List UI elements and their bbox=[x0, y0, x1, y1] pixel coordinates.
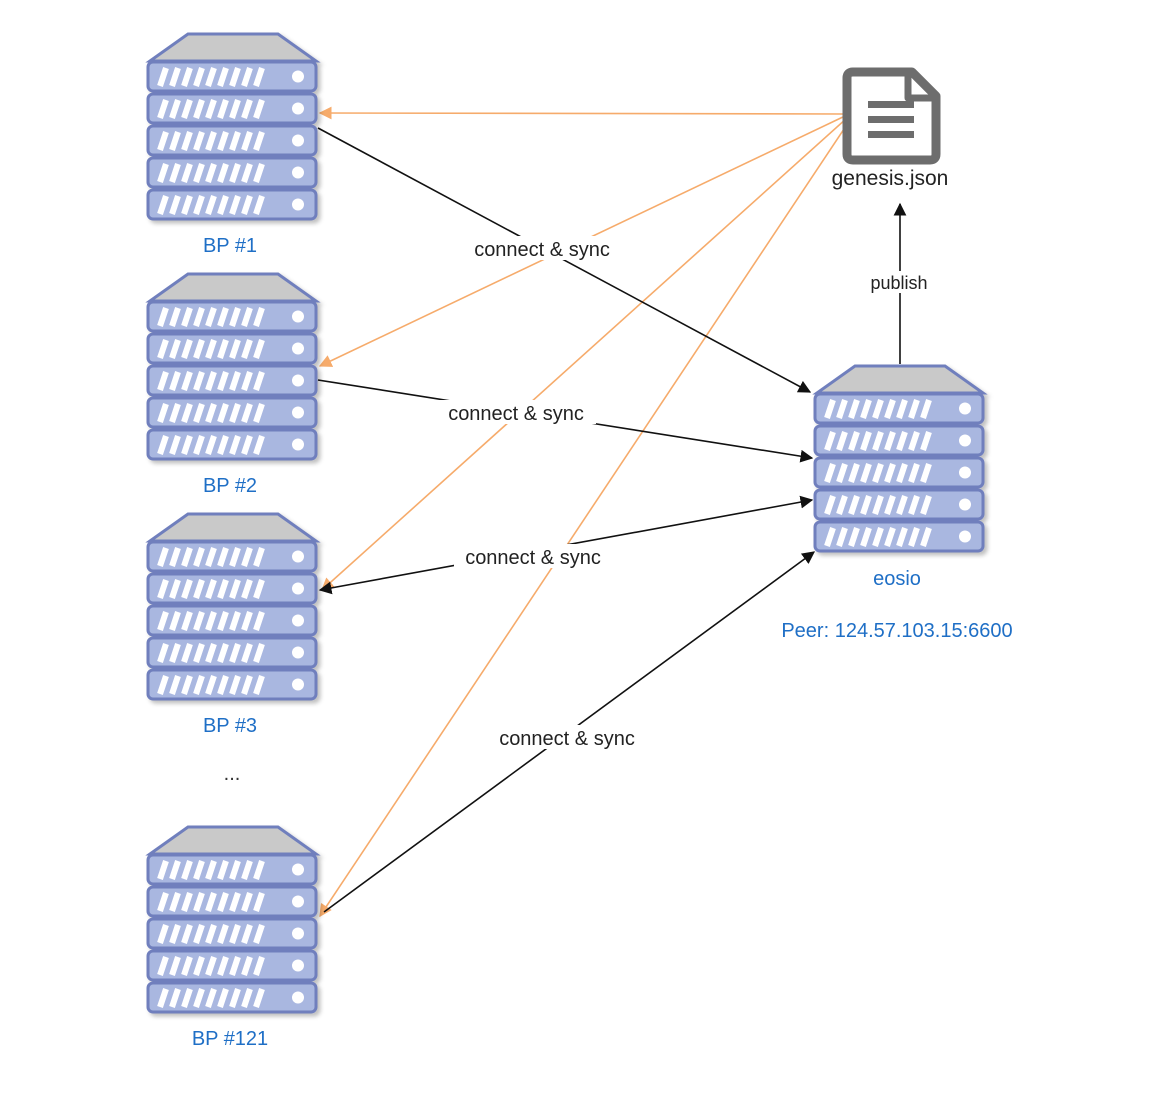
bp1-node: BP #1 bbox=[148, 34, 316, 257]
bp3-label: BP #3 bbox=[203, 715, 257, 737]
server-rack-icon bbox=[148, 827, 316, 1012]
sync-label-text: connect & sync bbox=[474, 239, 610, 261]
bp3-node: BP #3 bbox=[148, 514, 316, 737]
genesis-label: genesis.json bbox=[832, 167, 949, 190]
eosio-node: eosio Peer: 124.57.103.15:6600 bbox=[781, 366, 1013, 642]
genesis-to-bp1-arrow bbox=[318, 106, 846, 120]
bp1-label: BP #1 bbox=[203, 235, 257, 257]
sync-label-text: connect & sync bbox=[499, 728, 635, 750]
bp121-label: BP #121 bbox=[192, 1028, 268, 1050]
sync-label-4: connect & sync bbox=[488, 725, 646, 750]
publish-label-text: publish bbox=[870, 273, 927, 293]
sync-label-text: connect & sync bbox=[465, 547, 601, 569]
sync-label-2: connect & sync bbox=[438, 400, 596, 425]
document-icon bbox=[842, 67, 941, 165]
publish-label: publish bbox=[864, 271, 936, 293]
genesis-distribution-arrows bbox=[318, 106, 851, 918]
sync-label-1: connect & sync bbox=[464, 236, 622, 261]
more-nodes-ellipsis: ... bbox=[224, 763, 241, 785]
server-rack-icon bbox=[148, 514, 316, 699]
bp2-label: BP #2 bbox=[203, 475, 257, 497]
bp2-node: BP #2 bbox=[148, 274, 316, 497]
eosio-label: eosio bbox=[873, 568, 921, 590]
genesis-node: genesis.json bbox=[832, 67, 949, 190]
server-rack-icon bbox=[148, 274, 316, 459]
sync-label-text: connect & sync bbox=[448, 403, 584, 425]
bp121-node: BP #121 bbox=[148, 827, 316, 1050]
eosio-peer-address: Peer: 124.57.103.15:6600 bbox=[781, 620, 1012, 642]
sync-label-3: connect & sync bbox=[454, 544, 612, 569]
server-rack-icon bbox=[815, 366, 983, 551]
server-rack-icon bbox=[148, 34, 316, 219]
